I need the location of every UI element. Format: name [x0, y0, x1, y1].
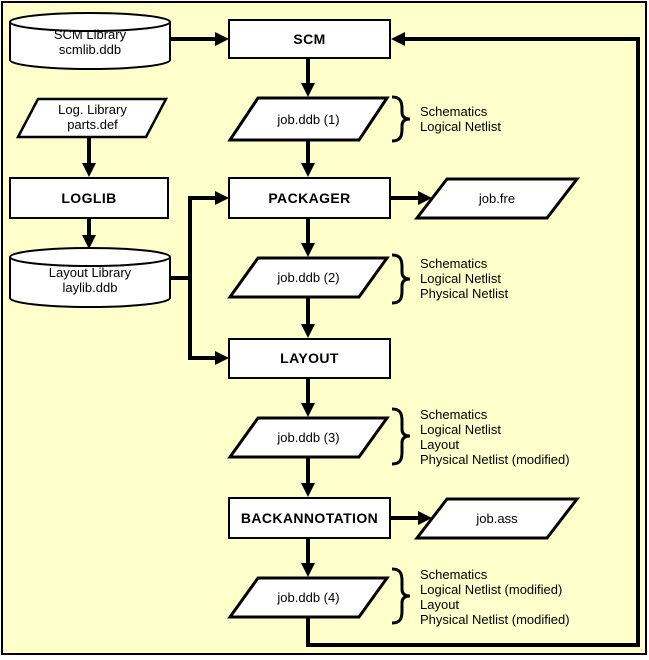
annotation-jobddb4-line4: Physical Netlist (modified) [420, 612, 570, 627]
annotation-jobddb3-line3: Layout [420, 437, 460, 452]
arrowhead-into-jobfre [418, 191, 432, 205]
layout-box-label: LAYOUT [280, 350, 339, 366]
arrowhead-into-jobddb2 [301, 243, 315, 257]
job-ddb-3-label: job.ddb (3) [277, 430, 340, 445]
annotation-jobddb2-line1: Schematics [420, 256, 488, 271]
backannotation-box-label: BACKANNOTATION [240, 509, 379, 526]
layout-box [228, 338, 391, 379]
job-ddb-4-parallelogram [227, 576, 390, 619]
job-ddb-1-parallelogram [227, 96, 390, 142]
job-fre-parallelogram [413, 177, 581, 220]
scm-box-label: SCM [293, 30, 326, 47]
braces [391, 95, 411, 625]
edges [87, 37, 640, 647]
job-ddb-2-parallelogram [227, 256, 390, 299]
annotation-jobddb4: Schematics Logical Netlist (modified) La… [420, 567, 570, 627]
edge-feedback-jobddb4-to-scm [306, 37, 640, 647]
scm-library-cylinder-top [9, 12, 171, 32]
arrowhead-into-scm-left [215, 32, 229, 46]
annotation-jobddb1: Schematics Logical Netlist [420, 104, 501, 134]
annotation-jobddb2-line3: Physical Netlist [420, 286, 509, 301]
layout-library-cylinder-body [9, 257, 171, 308]
brace-jobddb1-icon [391, 95, 411, 143]
arrowhead-into-jobass [418, 511, 432, 525]
packager-box [228, 177, 391, 219]
layout-library-label: Layout Library laylib.ddb [10, 263, 170, 297]
packager-box-label: PACKAGER [268, 189, 351, 206]
layout-library-line2: laylib.ddb [62, 280, 118, 295]
job-ddb-2-label: job.ddb (2) [277, 270, 340, 285]
annotation-jobddb3-line4: Physical Netlist (modified) [420, 452, 570, 467]
annotation-jobddb3-line1: Schematics [420, 407, 488, 422]
annotation-jobddb1-line1: Schematics [420, 104, 488, 119]
job-ass-label: job.ass [476, 511, 518, 526]
arrowhead-into-jobddb4 [301, 563, 315, 577]
layout-library-line1: Layout Library [48, 265, 132, 280]
scm-box [228, 19, 391, 59]
layout-library-cylinder-top [9, 247, 171, 267]
scm-library-line1: SCM Library [53, 27, 127, 42]
log-library-line1: Log. Library [58, 102, 127, 117]
layout-library-cylinder [9, 247, 171, 308]
annotation-jobddb3: Schematics Logical Netlist Layout Physic… [420, 407, 570, 467]
edge-layoutlibrary-branch [170, 196, 217, 360]
annotation-jobddb2-line2: Logical Netlist [420, 271, 501, 286]
backannotation-box [228, 497, 391, 539]
scm-library-cylinder [9, 12, 171, 70]
arrowhead-into-layoutlibrary [82, 235, 96, 249]
brace-jobddb3-icon [391, 407, 411, 466]
arrowhead-into-jobddb1 [301, 83, 315, 97]
job-ddb-1-label: job.ddb (1) [277, 111, 340, 127]
arrowhead-into-jobddb3 [301, 403, 315, 417]
loglib-box-label: LOGLIB [61, 189, 117, 206]
annotation-jobddb1-line2: Logical Netlist [420, 119, 501, 134]
scm-library-line2: scmlib.ddb [58, 42, 122, 57]
log-library-line2: parts.def [67, 117, 118, 132]
arrowhead-into-loglib [82, 163, 96, 177]
arrowheads [82, 32, 432, 577]
scm-library-cylinder-body [9, 22, 171, 70]
arrowhead-into-layout-left [215, 351, 229, 365]
arrowhead-into-packager-top [301, 163, 315, 177]
scm-library-label: SCM Library scmlib.ddb [10, 25, 170, 59]
job-ass-parallelogram [413, 497, 581, 540]
shapes [9, 12, 581, 619]
log-library-parallelogram [15, 97, 169, 139]
arrowhead-into-scm-right [391, 32, 405, 46]
annotation-jobddb4-line3: Layout [420, 597, 460, 612]
job-fre-label: job.fre [478, 191, 516, 206]
job-ddb-3-parallelogram [227, 416, 390, 459]
job-ddb-4-label: job.ddb (4) [277, 590, 340, 605]
arrowhead-into-layout-top [301, 324, 315, 338]
annotation-jobddb3-line2: Logical Netlist [420, 422, 501, 437]
annotation-jobddb4-line1: Schematics [420, 567, 488, 582]
brace-jobddb2-icon [391, 253, 411, 305]
arrowhead-into-backannotation [301, 483, 315, 497]
loglib-box [9, 177, 169, 219]
brace-jobddb4-icon [391, 567, 411, 625]
annotation-jobddb2: Schematics Logical Netlist Physical Netl… [420, 256, 508, 301]
annotation-jobddb4-line2: Logical Netlist (modified) [420, 582, 563, 597]
log-library-label: Log. Library parts.def [30, 97, 155, 137]
arrowhead-into-packager-left [215, 191, 229, 205]
